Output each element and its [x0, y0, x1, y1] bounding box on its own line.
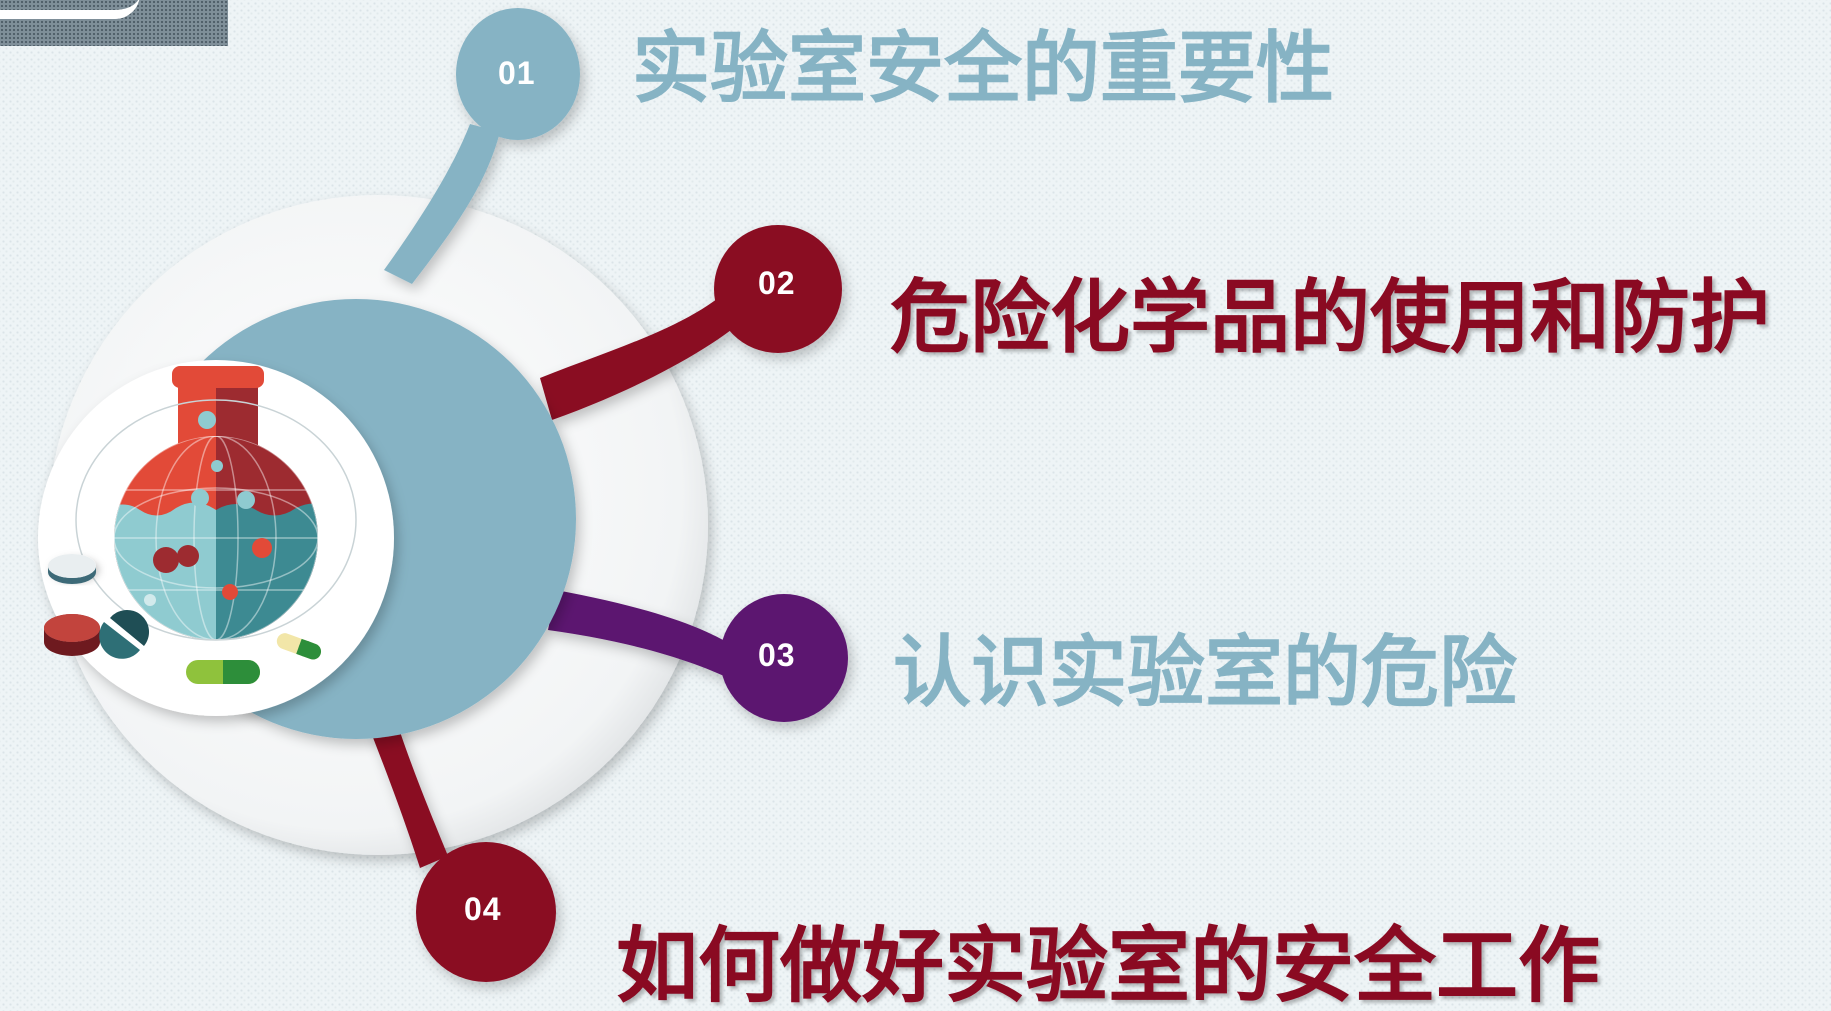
branch-02	[540, 225, 842, 420]
item-03-number: 03	[758, 637, 796, 673]
corner-decoration	[0, 0, 228, 46]
branch-03	[548, 590, 848, 722]
item-02-number: 02	[758, 265, 796, 301]
branch-01	[384, 8, 580, 284]
item-04-title: 如何做好实验室的安全工作	[616, 919, 1601, 1011]
item-01-title: 实验室安全的重要性	[632, 24, 1335, 114]
item-02-title: 危险化学品的使用和防护	[890, 271, 1770, 364]
branch-04	[370, 720, 556, 982]
item-03-title: 认识实验室的危险	[893, 628, 1518, 718]
corner-mark	[0, 0, 140, 19]
pills-icon	[44, 554, 322, 684]
item-01-number: 01	[498, 55, 536, 91]
item-04-number: 04	[464, 891, 502, 927]
